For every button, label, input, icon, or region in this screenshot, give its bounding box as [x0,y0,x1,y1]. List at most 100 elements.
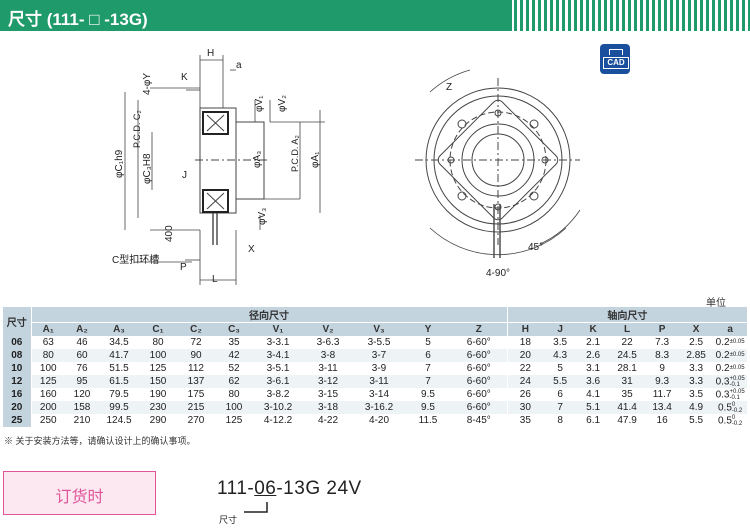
table-cell: 150 [139,375,177,388]
table-cell: 7 [405,375,451,388]
table-cell: 290 [139,414,177,427]
title-stripe [532,0,535,31]
table-cell: 28.1 [609,362,646,375]
table-cell: 3-15 [303,388,353,401]
column-header: Z [451,322,508,336]
label-V3: φV₃ [257,208,268,225]
table-cell: 3-6.3 [303,336,353,349]
cad-download-icon[interactable]: CAD [600,44,630,74]
tolerance-upper: ±0.05 [729,339,745,346]
axial-header: 轴向尺寸 [506,307,748,323]
table-cell: 5 [405,336,451,349]
title-stripe [580,0,583,31]
table-cell: 80 [30,349,65,362]
order-code: 111-06-13G 24V [217,478,362,500]
size-cell: 25 [3,414,31,427]
size-cell: 16 [3,388,31,401]
table-cell: 137 [177,375,215,388]
table-cell: 99.5 [99,401,139,414]
table-cell: 175 [177,388,215,401]
table-cell: 3-11 [353,375,405,388]
order-label: 订货时 [55,489,104,506]
table-cell: 8-45° [451,414,508,427]
table-cell: 11.5 [405,414,451,427]
a-tolerance: +0.05-0.1 [729,376,744,388]
label-Y: 4-φY [142,73,153,95]
table-cell: 22 [506,362,544,375]
install-note: ※ 关于安装方法等，请确认设计上的确认事项。 [4,436,196,446]
a-value: 0.3 [715,389,730,401]
title-stripe [688,0,691,31]
table-cell: 6-60° [451,349,508,362]
title-stripe [598,0,601,31]
table-cell: 5.1 [577,401,610,414]
table-cell: 47.9 [609,414,646,427]
label-PCD-C2: P.C.D. C₂ [132,110,142,148]
title-stripe [664,0,667,31]
label-groove: C型扣环槽 [112,253,159,266]
title-stripe [712,0,715,31]
tolerance-upper: ±0.05 [729,352,745,359]
table-cell: 9 [645,362,680,375]
table-cell: 160 [30,388,65,401]
column-header: X [679,322,714,336]
title-stripe [544,0,547,31]
table-cell: 3-5.1 [253,362,303,375]
table-cell: 3-18 [303,401,353,414]
table-cell: 41.7 [99,349,139,362]
a-cell: 0.2±0.05 [713,362,748,375]
table-cell: 230 [139,401,177,414]
tolerance-lower: -0.2 [731,407,743,414]
tolerance-upper: 0 [731,414,736,421]
a-value: 0.5 [717,415,732,427]
a-tolerance: 0-0.2 [732,415,742,427]
a-value: 0.2 [715,337,730,348]
table-cell: 18 [506,336,544,349]
table-cell: 3-9 [353,362,405,375]
title-stripe [568,0,571,31]
column-header: J [543,322,578,336]
table-cell: 6 [405,349,451,362]
table-cell: 7 [405,362,451,375]
label-a: a [236,60,242,71]
table-cell: 9.3 [645,375,680,388]
table-cell: 7.3 [645,336,680,349]
title-stripe [574,0,577,31]
table-cell: 4-22 [303,414,353,427]
table-cell: 3-5.5 [353,336,405,349]
label-V1: φV₁ [254,95,265,112]
title-stripe [742,0,745,31]
table-cell: 6-60° [451,375,508,388]
tolerance-lower: -0.1 [729,381,740,388]
table-cell: 3-3.1 [253,336,303,349]
table-cell: 3.1 [577,362,610,375]
table-cell: 158 [65,401,99,414]
order-code-size: 06 [254,478,277,499]
table-cell: 3.3 [679,362,714,375]
title-stripe [556,0,559,31]
title-stripe [634,0,637,31]
table-cell: 5.5 [543,375,578,388]
table-cell: 3-6.1 [253,375,303,388]
column-header: a [713,322,748,336]
table-cell: 5 [543,362,578,375]
table-cell: 3.6 [577,375,610,388]
tolerance-upper: +0.05 [729,375,745,382]
table-cell: 80 [139,336,177,349]
title-stripe [646,0,649,31]
title-stripe [604,0,607,31]
table-cell: 100 [215,401,253,414]
title-stripe [724,0,727,31]
title-stripe [640,0,643,31]
a-value: 0.2 [715,363,730,374]
table-cell: 5.5 [679,414,714,427]
order-size-label: 尺寸 [219,515,238,525]
table-cell: 3-16.2 [353,401,405,414]
table-cell: 2.1 [577,336,610,349]
table-cell: 80 [215,388,253,401]
table-cell: 4.1 [577,388,610,401]
